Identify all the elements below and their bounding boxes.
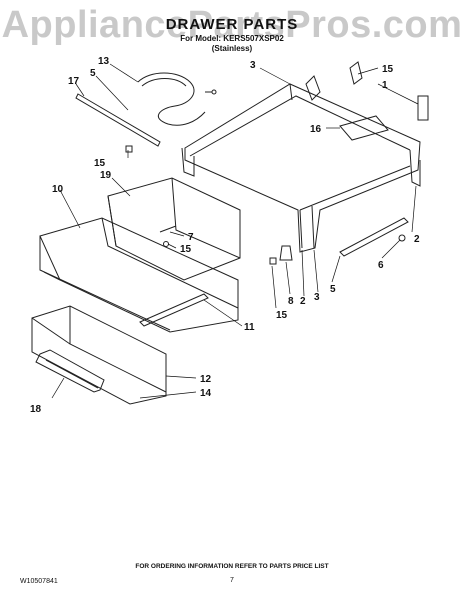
heating-element xyxy=(137,72,206,126)
callout-15-top: 15 xyxy=(382,64,394,75)
callout-19: 19 xyxy=(100,170,112,181)
callout-6: 6 xyxy=(378,260,384,271)
watermark: AppliancePartsPros.com xyxy=(1,4,463,46)
callout-16: 16 xyxy=(310,124,322,135)
callout-10: 10 xyxy=(52,184,64,195)
callout-2-right: 2 xyxy=(414,234,420,245)
callout-11: 11 xyxy=(244,322,255,333)
callout-3-top: 3 xyxy=(250,60,256,71)
drawer-liner xyxy=(107,177,241,281)
callout-13: 14 xyxy=(200,388,212,399)
callout-15-bottom: 15 xyxy=(276,310,288,321)
model-line: For Model: KERS507XSP02 xyxy=(180,34,284,43)
bracket xyxy=(417,95,429,121)
callout-1: 1 xyxy=(382,80,388,91)
ordering-note: FOR ORDERING INFORMATION REFER TO PARTS … xyxy=(135,563,329,570)
callout-12: 12 xyxy=(200,374,212,385)
drawer-glide-right xyxy=(339,217,409,257)
left-rail xyxy=(75,93,161,147)
finish-line: (Stainless) xyxy=(211,44,253,53)
callout-5-bottom: 5 xyxy=(330,284,336,295)
center-plate xyxy=(339,115,389,141)
drawer-glide-left xyxy=(139,293,209,327)
screw-15-left xyxy=(125,145,133,153)
page-title: DRAWER PARTS xyxy=(165,16,299,33)
callout-2-bottom: 2 xyxy=(300,296,306,307)
drawer-frame xyxy=(184,83,421,253)
callout-17: 17 xyxy=(68,76,80,87)
callout-7: 7 xyxy=(188,232,194,243)
callout-5-top: 5 xyxy=(90,68,96,79)
page-number: 7 xyxy=(230,577,234,584)
drawer-handle xyxy=(35,349,105,393)
callout-15-left: 15 xyxy=(94,158,106,169)
callout-3-bottom: 3 xyxy=(314,292,320,303)
callout-18: 13 xyxy=(98,56,110,67)
callout-15-mid: 15 xyxy=(180,244,192,255)
callout-8: 8 xyxy=(288,296,294,307)
callout-14: 18 xyxy=(30,404,42,415)
document-number: W10507841 xyxy=(20,578,58,585)
